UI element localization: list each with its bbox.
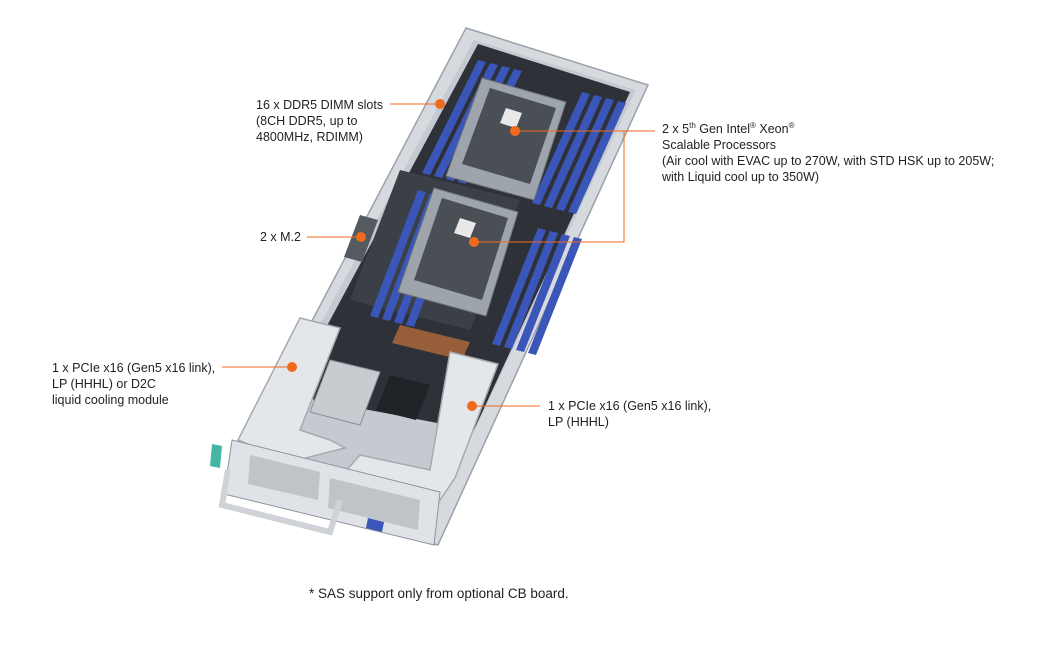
dimm-callout-dot [435,99,445,109]
pull-handle [210,444,343,536]
dimm-callout-label: 16 x DDR5 DIMM slots (8CH DDR5, up to 48… [256,97,383,145]
pcie-left-callout-line-1: 1 x PCIe x16 (Gen5 x16 link), [52,361,216,375]
cpu-callout-ordinal: th [689,120,696,130]
cpu-callout-label: 2 x 5th Gen Intel® Xeon® Scalable Proces… [662,121,994,185]
callout-dots [287,99,520,411]
pcie-left-callout-line-3: liquid cooling module [52,393,169,407]
pcie-right-callout-line-2: LP (HHHL) [548,415,609,429]
m2-callout-line-1: 2 x M.2 [260,230,301,244]
dimm-callout-line-3: 4800MHz, RDIMM) [256,130,363,144]
cpu-callout-line-3: (Air cool with EVAC up to 270W, with STD… [662,154,995,168]
leader-lines [222,103,655,407]
cpu-heatsinks [397,77,567,317]
pcie-right-callout-line-1: 1 x PCIe x16 (Gen5 x16 link), [548,399,712,413]
cpu-callout-line-4: with Liquid cool up to 350W) [662,170,820,184]
cpu-callout-registered-1: ® [749,120,756,130]
cpu-callout-prefix: 2 x 5 [662,122,690,136]
m2-callout-label: 2 x M.2 [260,229,301,245]
m2-callout-dot [356,232,366,242]
cpu-callout-registered-2: ® [788,120,795,130]
rear-io-panel [223,439,441,546]
pcie-left-callout-dot [287,362,297,372]
pcie-left-callout-label: 1 x PCIe x16 (Gen5 x16 link), LP (HHHL) … [52,360,215,408]
cpu-callout-gen: Gen Intel [695,122,750,136]
dimm-callout-line-2: (8CH DDR5, up to [256,114,358,128]
cpu-top-callout-dot [510,126,520,136]
cpu-bottom-callout-dot [469,237,479,247]
cpu-callout-xeon: Xeon [755,122,789,136]
cpu-leader-line-bottom [474,131,625,243]
cpu-callout-line-1: 2 x 5th Gen Intel® Xeon® [662,121,994,137]
pcie-right-callout-dot [467,401,477,411]
dimm-callout-line-1: 16 x DDR5 DIMM slots [256,98,384,112]
cpu-callout-line-2: Scalable Processors [662,138,776,152]
pcie-left-callout-line-2: LP (HHHL) or D2C [52,377,156,391]
sas-footnote: * SAS support only from optional CB boar… [309,586,569,601]
pcie-right-callout-label: 1 x PCIe x16 (Gen5 x16 link), LP (HHHL) [548,398,711,430]
